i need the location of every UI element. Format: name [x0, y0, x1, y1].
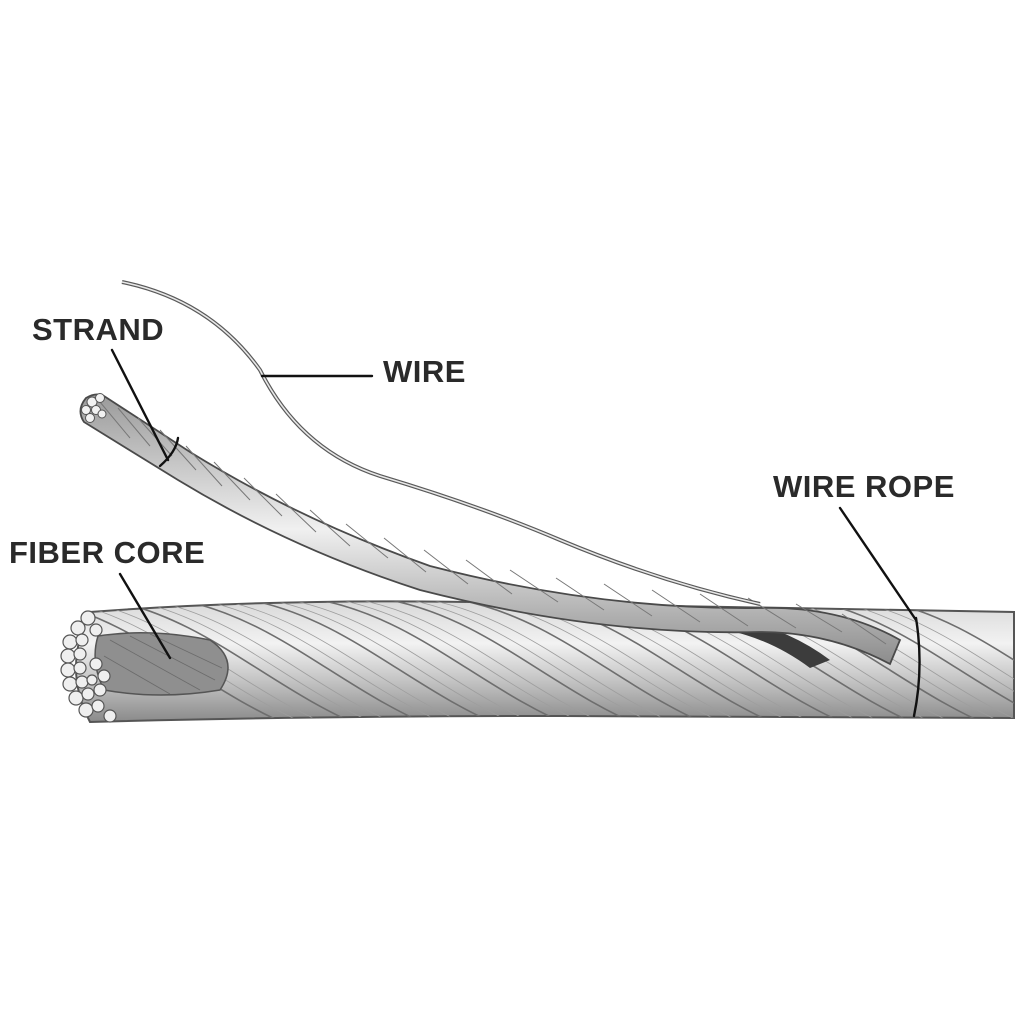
loose-strand-wire-lines: [99, 401, 887, 645]
fiber-core-texture: [103, 633, 223, 695]
strand-label: STRAND: [32, 312, 165, 347]
leader-fiber-core: [118, 572, 172, 660]
fiber-core-label: FIBER CORE: [9, 535, 206, 570]
leader-wire-rope: [838, 506, 918, 622]
leader-lines: [110, 348, 921, 718]
wire-label: WIRE: [383, 354, 466, 389]
rope-helical-strands: [76, 601, 1014, 722]
rope-end-wires: [60, 610, 117, 723]
strand-end-wires: [81, 393, 107, 423]
leader-strand: [110, 348, 170, 462]
wire-rope-label: WIRE ROPE: [773, 469, 955, 504]
loose-strand: [79, 393, 902, 666]
fiber-core: [94, 632, 229, 696]
loose-wire: [121, 280, 761, 606]
strand-band-mark: [158, 436, 180, 468]
loose-wire-highlight: [121, 281, 761, 605]
main-rope: [60, 600, 1015, 724]
wire-rope-band-mark: [912, 616, 921, 718]
